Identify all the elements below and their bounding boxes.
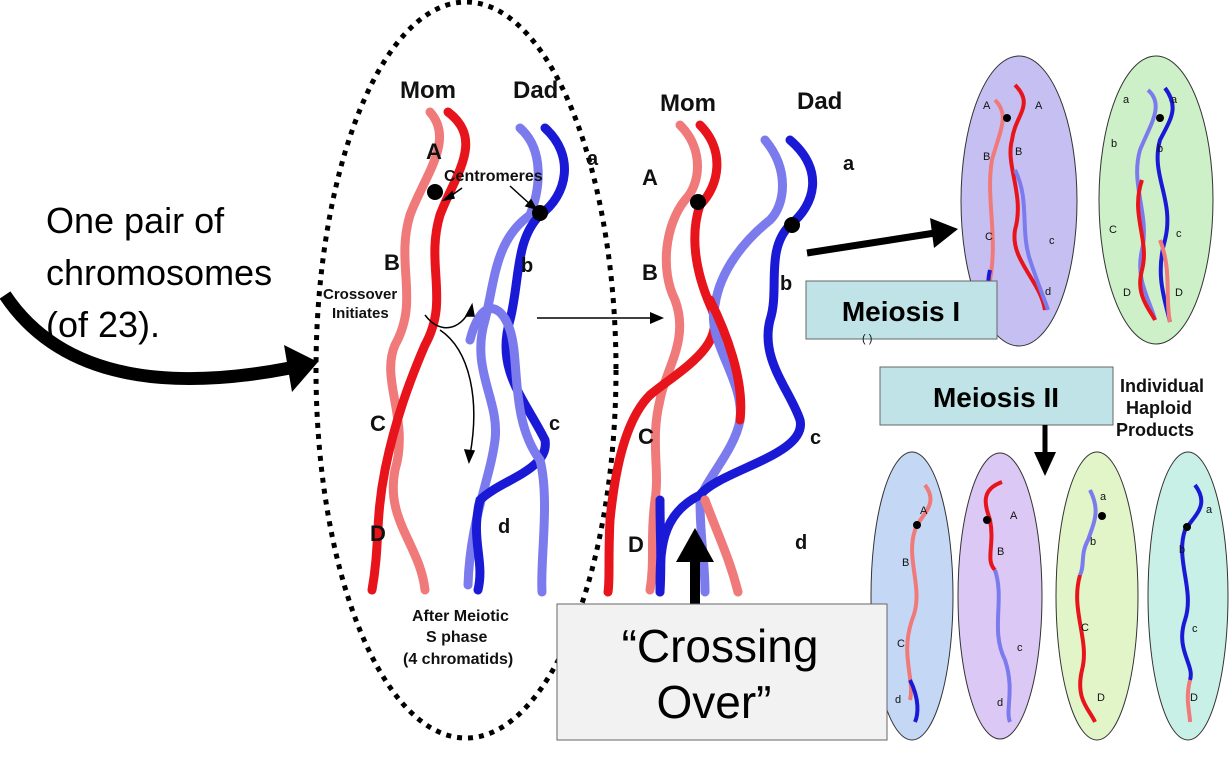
centromeres-label: Centromeres [444,168,543,185]
centromere-mom-1 [427,184,443,200]
sphase-line-3: (4 chromatids) [403,651,513,668]
locus-d-1: d [498,516,510,538]
sphase-line-2: S phase [426,629,487,646]
cell1-locus-C: C [985,231,993,243]
crossover-label-2: Initiates [332,305,389,322]
cell1-locus-B-b: B [1015,146,1022,158]
crossover-pointer-arrows [424,302,476,465]
cell2-locus-D-a: D [1123,287,1131,299]
sphase-line-1: After Meiotic [412,608,509,625]
meiosis-2-label: Meiosis II [933,382,1059,413]
process-arrow [537,312,664,324]
h1-locus-A: A [920,505,928,517]
locus-b-1: b [521,255,533,277]
meiosis-1-box: Meiosis I [805,280,998,340]
locus-c-2: c [810,427,821,449]
label-mom-1: Mom [400,77,456,104]
crossing-over-line-1: “Crossing [622,620,819,672]
locus-C-2: C [638,424,654,449]
chromatids-before-crossover [367,107,569,597]
meiosis-1-cell-right: a a b b C c D D [1098,55,1214,345]
locus-a-2: a [843,153,855,175]
centromere-dad-2 [784,217,800,233]
cell1-locus-d: d [1045,286,1051,298]
locus-C-1: C [370,411,386,436]
h2-locus-c: c [1017,642,1023,654]
intro-arrow [0,291,318,392]
h4-locus-a: a [1206,504,1213,516]
h3-locus-a: a [1100,491,1107,503]
cell2-locus-b-b: b [1157,143,1163,155]
label-dad-1: Dad [513,77,558,104]
crossing-over-line-2: Over” [657,676,772,728]
haploid-label-2: Haploid [1126,398,1192,418]
locus-a-1: a [587,148,599,170]
locus-D-2: D [628,532,644,557]
intro-line-2: chromosomes [46,252,272,293]
cell2-locus-D-b: D [1175,287,1183,299]
h2-locus-B: B [997,546,1004,558]
meiosis-1-arrow [806,218,958,257]
meiosis-1-label: Meiosis I [842,296,960,327]
chromatids-after-crossover [603,120,818,597]
h4-locus-b: b [1179,544,1185,556]
intro-line-1: One pair of [46,200,225,241]
locus-D-1: D [370,521,386,546]
meiosis-1-cell-left: A A B B C c d [960,55,1078,347]
intro-caption: One pair of chromosomes (of 23). [46,200,272,345]
meiosis-2-box: Meiosis II [879,366,1114,426]
haploid-label-1: Individual [1120,376,1204,396]
label-dad-2: Dad [797,88,842,115]
h2-locus-A: A [1010,510,1018,522]
centromere-pointer-arrows [441,185,538,211]
locus-c-1: c [549,413,560,435]
h1-locus-B: B [902,557,909,569]
locus-A-2: A [642,165,658,190]
crossover-label-1: Crossover [323,286,397,303]
label-mom-2: Mom [660,90,716,117]
cell2-locus-b-a: b [1111,138,1117,150]
cell2-locus-a-a: a [1123,94,1130,106]
h3-locus-D: D [1097,692,1105,704]
h3-locus-b: b [1090,536,1096,548]
haploid-cell-4: a b c D [1147,451,1229,741]
cell1-locus-A-a: A [983,100,991,112]
cell2-locus-C: C [1109,224,1117,236]
cell1-locus-c: c [1049,235,1055,247]
partial-label: ( ) [862,333,872,345]
cell1-locus-B-a: B [983,151,990,163]
crossing-over-box: “Crossing Over” [556,603,888,741]
h4-locus-D: D [1190,692,1198,704]
cell2-locus-c: c [1176,228,1182,240]
centromere-mom-2 [690,194,706,210]
h1-locus-d: d [895,694,901,706]
crossing-over-arrow [676,528,714,612]
h3-locus-C: C [1081,622,1089,634]
h4-locus-c: c [1192,623,1198,635]
haploid-cell-3: a b C D [1055,451,1139,741]
haploid-cell-1: A B C d [870,451,954,741]
h2-locus-d: d [997,697,1003,709]
meiosis-2-arrow [1034,425,1056,476]
locus-B-2: B [642,260,658,285]
locus-d-2: d [795,532,807,554]
cell1-locus-A-b: A [1035,100,1043,112]
haploid-cell-2: A B c d [957,452,1043,740]
cell2-locus-a-b: a [1171,94,1178,106]
dashed-selection-ellipse [313,0,619,741]
h1-locus-C: C [897,638,905,650]
locus-b-2: b [780,273,792,295]
haploid-label-3: Products [1116,420,1194,440]
locus-A-1: A [426,139,442,164]
intro-line-3: (of 23). [46,304,160,345]
locus-B-1: B [384,250,400,275]
